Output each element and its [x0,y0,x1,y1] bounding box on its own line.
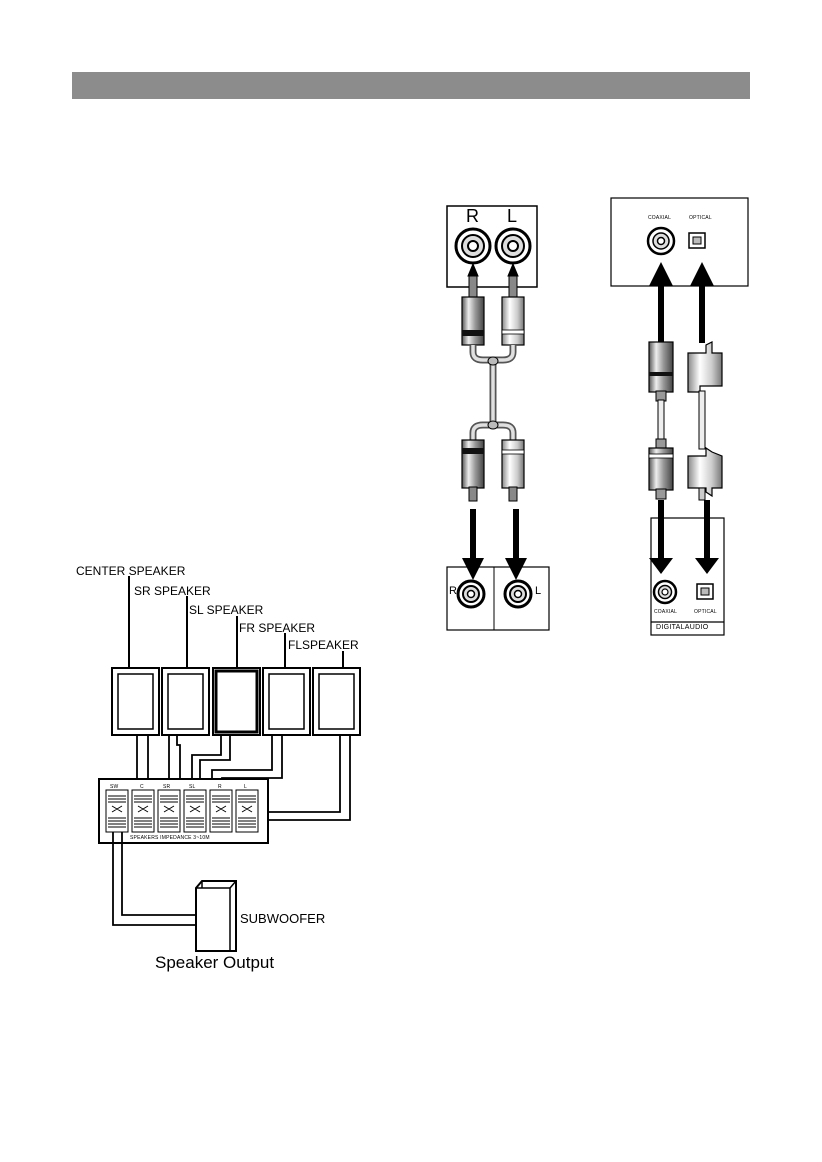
digital-audio-caption: DIGITALAUDIO [656,624,709,631]
speaker-fr [262,667,311,736]
section-header-bar [72,72,750,99]
speaker-output-diagram [98,576,361,952]
analog-jack-top-l [494,227,532,265]
speaker-output-caption: Speaker Output [155,953,275,972]
terminal-label-l: L [244,784,247,790]
terminal-label-sr: SR [163,784,171,790]
label-fr-speaker: FR SPEAKER [239,621,316,635]
speaker-fl [312,667,361,736]
digital-bottom-label-coaxial: COAXIAL [654,609,678,615]
terminal-label-r: R [218,784,222,790]
coaxial-jack-top [646,226,676,256]
optical-jack-bottom [696,583,714,600]
speaker-terminal-panel [98,778,269,844]
label-subwoofer: SUBWOOFER [240,911,326,926]
digital-top-label-optical: OPTICAL [689,215,712,221]
speaker-center [111,667,160,736]
optical-cable [687,341,723,501]
label-center-speaker: CENTER SPEAKER [76,564,186,578]
analog-jack-bottom-r [456,579,486,609]
coaxial-jack-bottom [652,579,678,605]
analog-bottom-label-l: L [535,585,542,597]
analog-bottom-label-r: R [449,585,457,597]
terminal-label-sw: SW [110,784,119,790]
label-fl-speaker: FLSPEAKER [288,638,359,652]
analog-audio-diagram [446,205,550,631]
digital-bottom-label-optical: OPTICAL [694,609,717,615]
analog-jack-top-r [454,227,492,265]
analog-plug-lower-r [461,439,485,502]
optical-jack-top [688,232,706,249]
terminal-panel-caption: SPEAKERS IMPEDANCE 3~10M [130,835,210,841]
analog-top-label-r: R [466,206,479,226]
digital-audio-diagram [610,197,749,636]
analog-top-label-l: L [507,206,518,226]
label-sl-speaker: SL SPEAKER [189,603,264,617]
subwoofer-icon [195,880,237,952]
analog-plug-upper-l [501,275,525,346]
label-sr-speaker: SR SPEAKER [134,584,211,598]
speaker-sl [212,667,261,736]
analog-plug-lower-l [501,439,525,502]
terminal-label-c: C [140,784,144,790]
digital-top-label-coaxial: COAXIAL [648,215,672,221]
analog-jack-bottom-l [503,579,533,609]
terminal-label-sl: SL [189,784,196,790]
speaker-sr [161,667,210,736]
coaxial-cable [648,341,674,500]
